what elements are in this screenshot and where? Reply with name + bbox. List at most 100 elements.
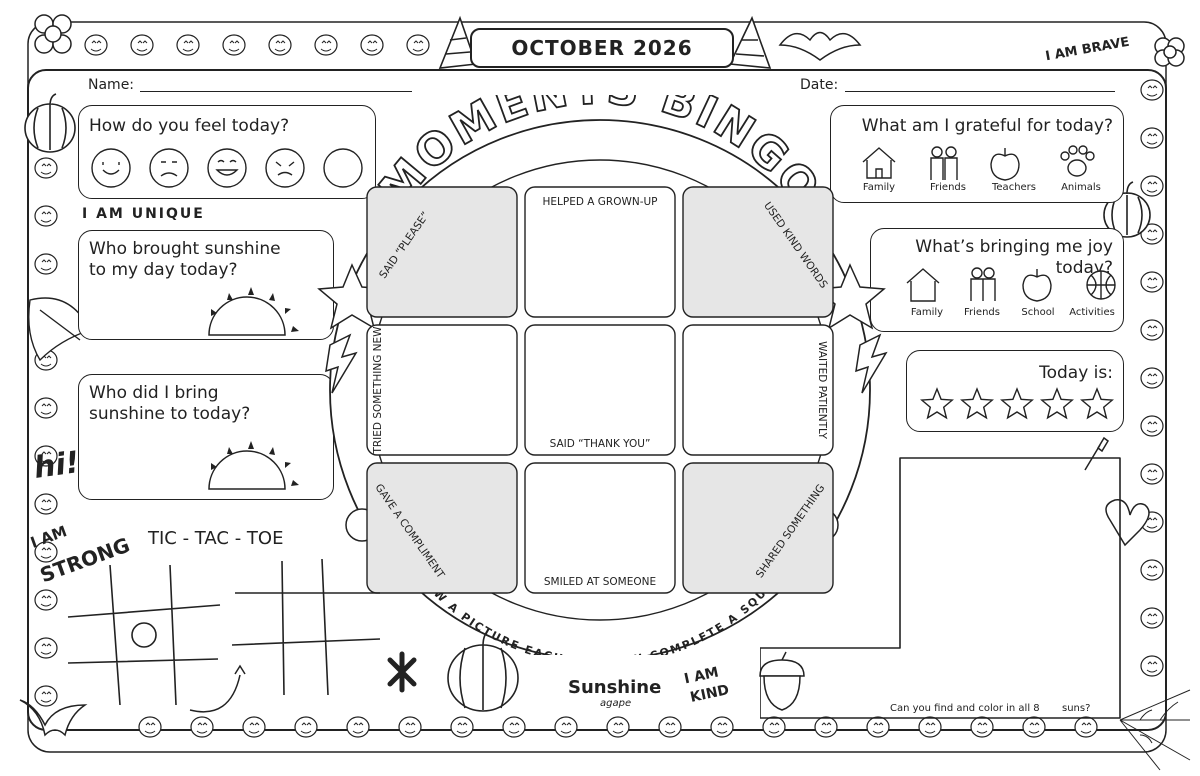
pumpkin-icon [814, 716, 838, 738]
lightning-icon [325, 333, 358, 394]
pumpkin-icon [360, 34, 384, 56]
pumpkin-icon [866, 716, 890, 738]
rating-star[interactable] [1040, 387, 1074, 420]
sunshine-brought-title-1: Who brought sunshine [89, 239, 281, 259]
pumpkin-icon [34, 205, 58, 227]
sad-face-icon[interactable] [149, 148, 189, 188]
bingo-cell[interactable] [524, 462, 676, 594]
feel-panel: How do you feel today? [78, 105, 376, 199]
pumpkin-icon [918, 716, 942, 738]
sunshine-gave-title-2: sunshine to today? [89, 404, 251, 424]
pumpkin-icon [1140, 367, 1164, 389]
pumpkin-icon [34, 637, 58, 659]
tictactoe-title: TIC - TAC - TOE [148, 528, 284, 549]
grateful-title: What am I grateful for today? [861, 116, 1113, 136]
pumpkin-icon [1140, 127, 1164, 149]
grateful-item-animals: Animals [1061, 182, 1101, 193]
joy-item-activities: Activities [1069, 307, 1115, 318]
pumpkin-icon [406, 34, 430, 56]
bingo-cell[interactable] [524, 324, 676, 456]
bingo-cell[interactable] [366, 324, 518, 456]
pumpkin-icon [970, 716, 994, 738]
pumpkin-icon [1022, 716, 1046, 738]
house-icon [906, 268, 940, 302]
date-label: Date: [800, 77, 839, 93]
bingo-cell-label: WAITED PATIENTLY [816, 341, 828, 439]
sun-question-2: suns? [1062, 703, 1091, 714]
pumpkin-icon [606, 716, 630, 738]
smiling-face-icon[interactable] [207, 148, 247, 188]
bingo-cell[interactable] [682, 462, 834, 594]
pumpkin-icon [1140, 415, 1164, 437]
joy-icons [906, 267, 1116, 302]
apple-icon [990, 148, 1020, 181]
pumpkin-icon [130, 34, 154, 56]
bingo-cell[interactable] [366, 462, 518, 594]
pumpkin-icon [34, 685, 58, 707]
grateful-item-teachers: Teachers [992, 182, 1036, 193]
bingo-cell[interactable] [366, 186, 518, 318]
pumpkin-icon [34, 589, 58, 611]
pumpkin-icon [190, 716, 214, 738]
brand-logo-sub: agape [600, 698, 632, 709]
name-label: Name: [88, 77, 135, 93]
bingo-cell-label: SAID “THANK YOU” [550, 438, 651, 450]
pumpkin-icon [222, 34, 246, 56]
bingo-cell-label: TRIED SOMETHING NEW [372, 326, 384, 455]
today-title: Today is: [1039, 363, 1113, 383]
joy-item-school: School [1021, 307, 1055, 318]
happy-face-icon[interactable] [91, 148, 131, 188]
pumpkin-icon [1140, 319, 1164, 341]
pumpkin-icon [450, 716, 474, 738]
date-input[interactable] [845, 90, 1115, 92]
pumpkin-icon [1140, 223, 1164, 245]
feel-title: How do you feel today? [89, 116, 290, 136]
pumpkin-icon [710, 716, 734, 738]
rating-stars [920, 387, 1114, 420]
pumpkin-icon [34, 253, 58, 275]
rising-sun-icon [208, 441, 299, 490]
joy-title: What’s bringing me joy today? [915, 237, 1113, 278]
bingo-cell[interactable] [682, 186, 834, 318]
friends-icon [970, 267, 996, 301]
drawing-area[interactable] [760, 440, 1126, 732]
grateful-panel: What am I grateful for today? Family Fri… [830, 105, 1124, 203]
upset-face-icon[interactable] [265, 148, 305, 188]
joy-panel: What’s bringing me joy today? Family Fri… [870, 228, 1124, 332]
bingo-cell[interactable] [524, 186, 676, 318]
pumpkin-icon [1140, 559, 1164, 581]
rating-star[interactable] [920, 387, 954, 420]
pumpkin-icon [658, 716, 682, 738]
rating-star[interactable] [1000, 387, 1034, 420]
basketball-icon [1086, 270, 1116, 300]
tictactoe-boards[interactable] [60, 555, 390, 715]
rating-star[interactable] [960, 387, 994, 420]
pumpkin-icon [1140, 607, 1164, 629]
paw-icon [1060, 145, 1095, 177]
apple-icon [1022, 269, 1052, 302]
sunshine-gave-panel: Who did I bring sunshine to today? [78, 374, 334, 500]
lightning-icon [855, 333, 888, 394]
pumpkin-icon [242, 716, 266, 738]
sunshine-brought-panel: Who brought sunshine to my day today? [78, 230, 334, 340]
pumpkin-icon [314, 34, 338, 56]
blank-face-icon[interactable] [323, 148, 363, 188]
pumpkin-icon [1140, 271, 1164, 293]
rating-star[interactable] [1080, 387, 1114, 420]
joy-item-family: Family [910, 307, 944, 318]
bingo-board: MOMENTS BINGO DRAW A PICTURE EACH TIME Y… [317, 95, 888, 655]
brand-logo: Sunshine [568, 677, 662, 698]
pumpkin-icon [34, 397, 58, 419]
pumpkin-icon [34, 493, 58, 515]
pumpkin-icon [1140, 463, 1164, 485]
pumpkin-icon [34, 541, 58, 563]
sunshine-gave-title-1: Who did I bring [89, 383, 219, 403]
pumpkin-icon [34, 157, 58, 179]
name-input[interactable] [140, 90, 412, 92]
pumpkin-icon [762, 716, 786, 738]
pumpkin-icon [1140, 655, 1164, 677]
bingo-cell[interactable] [682, 324, 834, 456]
bingo-cell-label: HELPED A GROWN-UP [542, 196, 657, 208]
pumpkin-icon [268, 34, 292, 56]
